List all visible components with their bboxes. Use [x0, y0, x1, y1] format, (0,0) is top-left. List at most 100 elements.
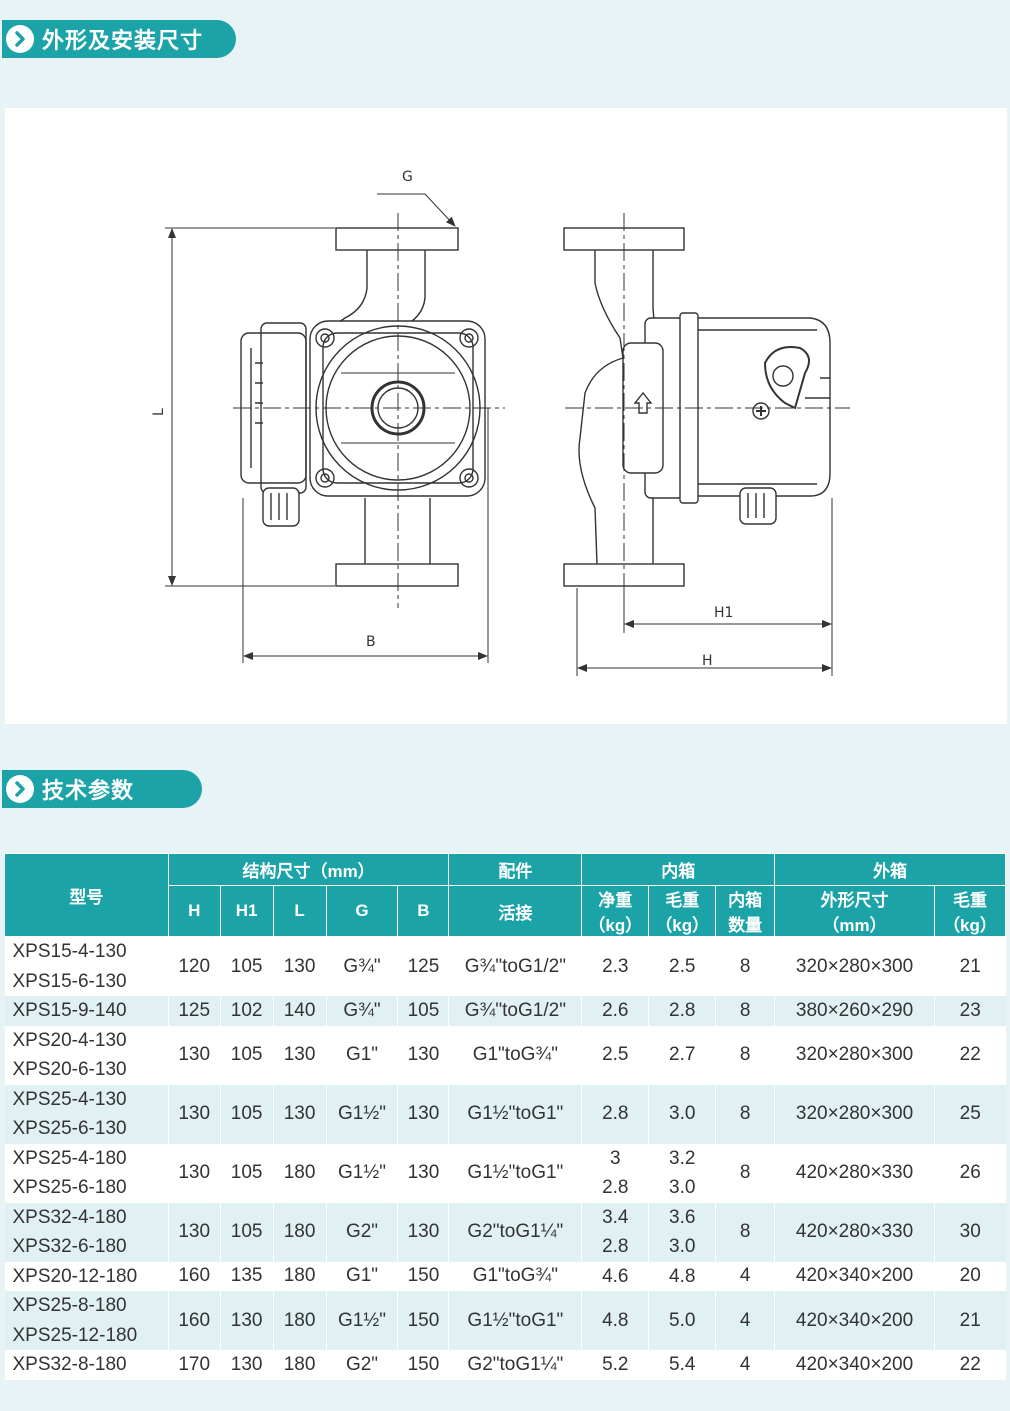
cell-G: G1½": [325, 1143, 398, 1203]
cell-H1: 105: [219, 1025, 274, 1085]
header-inner: 内箱: [581, 853, 776, 886]
cell-B: 130: [397, 1025, 449, 1085]
cell-G: G¾": [325, 996, 398, 1026]
model-cell-line: XPS15-6-130: [12, 970, 127, 992]
cell-gross-weight: 5.0: [648, 1291, 716, 1350]
cell-inner-qty: 8: [715, 1202, 775, 1262]
cell-outer-size: 320×280×300: [774, 936, 935, 996]
cell-outer-gross: 25: [933, 1084, 1006, 1144]
cell-gross-weight-line: 3.6: [669, 1206, 696, 1228]
cell-net-weight-line: 3.4: [602, 1206, 629, 1228]
model-cell-line: XPS20-6-130: [12, 1059, 127, 1080]
cell-net-weight: 5.2: [581, 1350, 649, 1380]
cell-H1: 102: [219, 996, 274, 1026]
cell-H: 125: [167, 996, 221, 1026]
cell-gross-weight-line: 3.2: [669, 1147, 696, 1169]
cell-net-weight-line: 3: [610, 1147, 621, 1169]
model-cell-line: XPS20-4-130: [12, 1029, 127, 1051]
model-cell-line: XPS20-12-180: [12, 1265, 138, 1287]
chevron-right-icon: [6, 25, 34, 53]
cell-H: 130: [167, 1025, 221, 1085]
cell-L: 130: [272, 936, 327, 996]
cell-B: 150: [397, 1261, 449, 1291]
cell-net-weight-line: 2.6: [602, 1000, 629, 1021]
cell-outer-size: 420×340×200: [774, 1291, 935, 1350]
cell-inner-qty: 8: [715, 1143, 775, 1203]
cell-H1: 130: [219, 1291, 274, 1350]
cell-H: 170: [167, 1350, 221, 1380]
chevron-right-icon: [6, 775, 34, 803]
cell-B: 105: [397, 996, 449, 1026]
cell-union: G¾"toG1/2": [448, 996, 582, 1026]
cell-gross-weight-line: 3.0: [669, 1177, 696, 1198]
header-net-weight: 净重（kg）: [581, 885, 650, 937]
cell-H: 160: [167, 1261, 221, 1291]
cell-net-weight: 2.6: [581, 996, 649, 1026]
cell-outer-size: 380×260×290: [774, 996, 935, 1026]
header-outer: 外箱: [774, 853, 1006, 886]
cell-B: 130: [397, 1143, 449, 1203]
section-header-dimensions: 外形及安装尺寸: [2, 20, 236, 58]
model-cell: XPS15-9-140: [4, 996, 169, 1026]
cell-outer-size: 420×280×330: [774, 1143, 935, 1203]
header-L: L: [272, 885, 327, 937]
cell-net-weight-line: 2.8: [602, 1177, 629, 1198]
cell-G: G2": [325, 1202, 398, 1262]
cell-L: 180: [272, 1143, 327, 1203]
header-G: G: [325, 885, 399, 937]
spec-table: 型号 结构尺寸（mm） 配件 内箱 外箱 H H1 L G B 活接 净重（kg…: [4, 853, 1007, 1380]
cell-gross-weight: 2.5: [648, 936, 716, 996]
cell-L: 140: [272, 996, 327, 1026]
label-B: B: [366, 634, 376, 650]
model-cell-line: XPS32-4-180: [12, 1206, 127, 1228]
section-title: 技术参数: [42, 779, 135, 804]
cell-outer-gross: 23: [933, 996, 1006, 1026]
dimension-diagram: G L B: [5, 108, 1007, 724]
header-struct: 结构尺寸（mm）: [167, 853, 450, 886]
cell-H1: 105: [219, 1143, 274, 1203]
cell-H: 130: [167, 1202, 221, 1262]
cell-net-weight: 2.5: [581, 1025, 649, 1085]
cell-net-weight-line: 4.6: [602, 1265, 629, 1287]
cell-gross-weight: 3.0: [648, 1084, 716, 1144]
header-fitting: 配件: [448, 853, 583, 886]
model-cell-line: XPS32-6-180: [12, 1236, 127, 1257]
model-cell-line: XPS25-12-180: [12, 1324, 138, 1346]
cell-inner-qty: 8: [715, 936, 775, 996]
cell-net-weight: 2.8: [581, 1084, 649, 1144]
cell-net-weight-line: 2.8: [602, 1236, 629, 1257]
cell-gross-weight-line: 3.0: [669, 1103, 696, 1125]
cell-B: 150: [397, 1350, 449, 1380]
cell-net-weight-line: 2.3: [602, 955, 629, 977]
header-gross-weight: 毛重（kg）: [648, 885, 717, 937]
cell-gross-weight: 4.8: [648, 1261, 716, 1291]
cell-G: G1½": [325, 1291, 398, 1350]
cell-H: 160: [167, 1291, 221, 1350]
cell-outer-gross: 26: [933, 1143, 1006, 1203]
cell-G: G1": [325, 1261, 398, 1291]
cell-union: G1½"toG1": [448, 1291, 582, 1350]
cell-H1: 105: [219, 1084, 274, 1144]
cell-net-weight-line: 2.8: [602, 1103, 629, 1125]
model-cell-line: XPS25-4-130: [12, 1088, 127, 1110]
cell-outer-gross: 21: [933, 936, 1006, 996]
model-cell: XPS20-12-180: [4, 1261, 169, 1291]
header-outer-size: 外形尺寸（mm）: [774, 885, 935, 937]
cell-outer-gross: 20: [933, 1261, 1006, 1291]
header-H1: H1: [219, 885, 274, 937]
cell-outer-size: 320×280×300: [774, 1084, 935, 1144]
cell-gross-weight: 2.8: [648, 996, 716, 1026]
cell-B: 130: [397, 1202, 449, 1262]
